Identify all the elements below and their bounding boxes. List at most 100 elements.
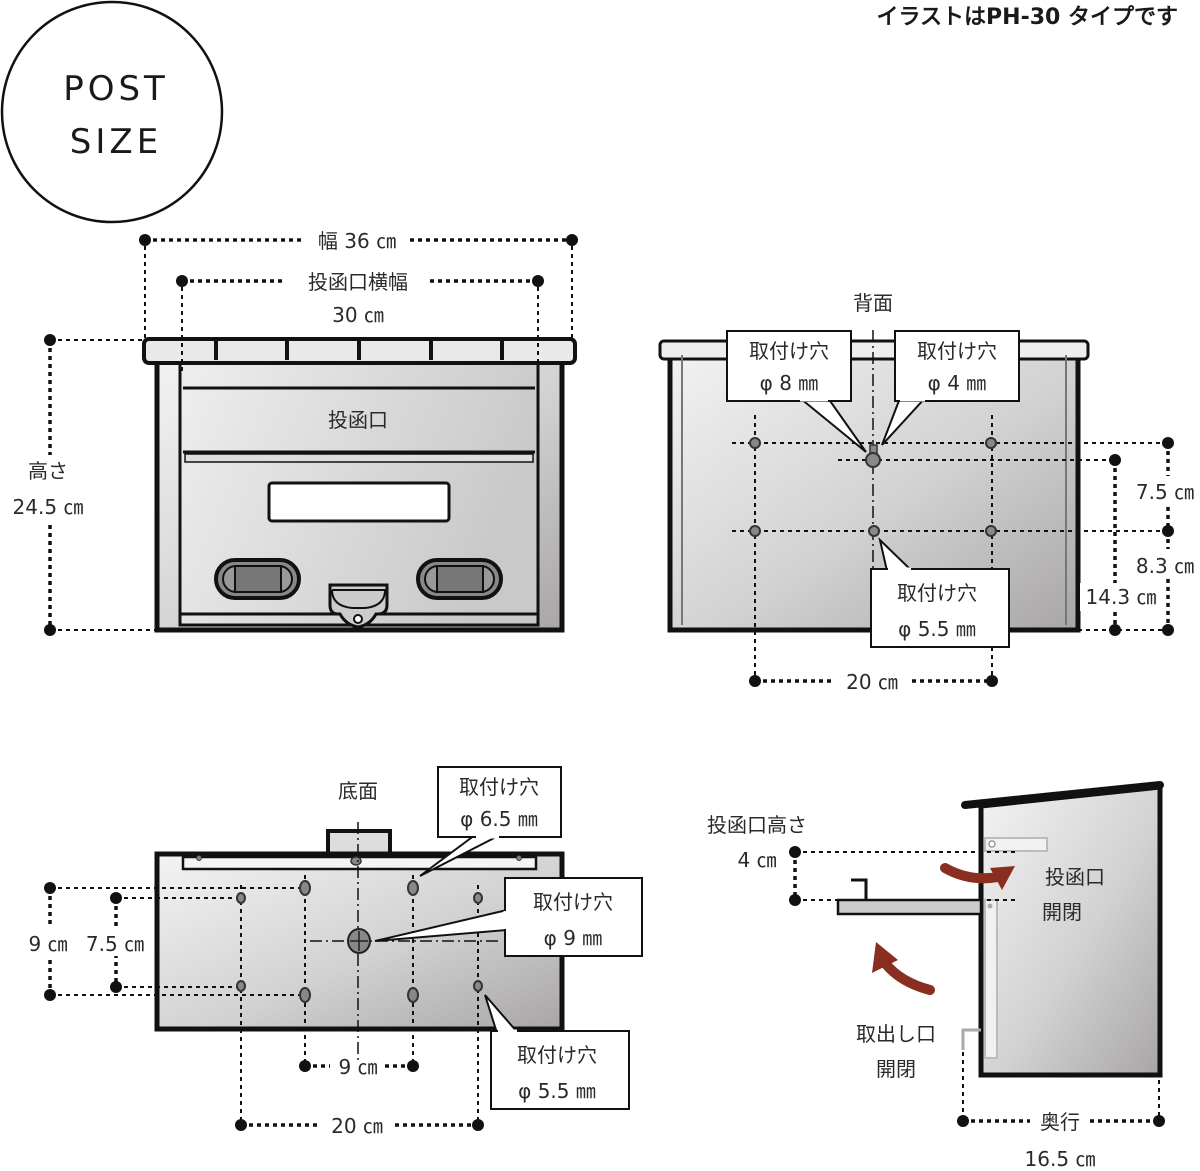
svg-text:取付け穴: 取付け穴 xyxy=(533,890,613,914)
callout-back-8mm: 取付け穴 φ 8 ㎜ xyxy=(726,330,867,453)
mount-hole xyxy=(299,880,311,896)
takeout-label-2: 開閉 xyxy=(876,1057,916,1081)
back-dim-20: 20 ㎝ xyxy=(846,670,898,694)
slot-width-label: 投函口横幅 xyxy=(308,270,408,294)
slot-open-label-1: 投函口 xyxy=(1045,865,1105,889)
slot-label: 投函口 xyxy=(328,408,388,432)
keyhole-icon xyxy=(865,444,881,468)
svg-text:φ 5.5 ㎜: φ 5.5 ㎜ xyxy=(518,1079,596,1103)
width-label: 幅 36 ㎝ xyxy=(318,229,396,253)
dim-point xyxy=(176,275,188,287)
dim-point xyxy=(407,1060,419,1072)
svg-text:取付け穴: 取付け穴 xyxy=(517,1043,597,1067)
dim-point xyxy=(139,234,151,246)
slot-open-arrow-icon xyxy=(940,863,1015,890)
dim-point xyxy=(749,675,761,687)
back-view: 背面 取付け穴 φ 8 ㎜ xyxy=(658,291,1200,694)
bottom-dim-9-horizontal: 9 ㎝ xyxy=(338,1055,377,1079)
dim-point xyxy=(1109,624,1121,636)
front-view: 幅 36 ㎝ 投函口横幅 30 ㎝ 投函口 xyxy=(13,229,578,636)
badge-line2: SIZE xyxy=(70,122,162,162)
side-view: 投函口高さ 4 ㎝ 投函口 開閉 取出し口 開閉 奥行 16.5 ㎝ xyxy=(707,781,1165,1171)
mount-hole xyxy=(868,525,880,537)
svg-text:取付け穴: 取付け穴 xyxy=(917,339,997,363)
mount-hole xyxy=(749,437,761,449)
dim-point xyxy=(1162,624,1174,636)
back-dim-8-3: 8.3 ㎝ xyxy=(1136,554,1194,578)
dim-point xyxy=(1162,437,1174,449)
slot-width-value: 30 ㎝ xyxy=(332,303,384,327)
center-hole-icon xyxy=(347,928,371,954)
dim-point xyxy=(1109,454,1121,466)
dim-point xyxy=(789,894,801,906)
slot-open-label-2: 開閉 xyxy=(1042,900,1082,924)
mount-hole xyxy=(473,892,483,904)
dim-point xyxy=(472,1119,484,1131)
svg-text:φ 8 ㎜: φ 8 ㎜ xyxy=(760,371,819,395)
slot-height-label: 投函口高さ xyxy=(707,813,807,837)
latch-icon xyxy=(328,583,389,629)
svg-text:φ 4 ㎜: φ 4 ㎜ xyxy=(928,371,987,395)
badge-circle xyxy=(0,0,224,224)
callout-back-5-5mm: 取付け穴 φ 5.5 ㎜ xyxy=(870,536,1010,648)
bottom-view: 底面 xyxy=(22,766,643,1138)
dim-point xyxy=(986,675,998,687)
dim-point xyxy=(532,275,544,287)
mount-hole xyxy=(985,437,997,449)
svg-text:取付け穴: 取付け穴 xyxy=(897,581,977,605)
dim-point xyxy=(957,1115,969,1127)
mount-hole xyxy=(407,987,419,1003)
height-value: 24.5 ㎝ xyxy=(13,495,84,519)
dim-point xyxy=(44,989,56,1001)
callout-bottom-9mm: 取付け穴 φ 9 ㎜ xyxy=(374,877,643,957)
dim-point xyxy=(44,624,56,636)
callout-back-4mm: 取付け穴 φ 4 ㎜ xyxy=(881,330,1020,446)
handle-left-icon xyxy=(214,558,301,600)
handle-right-icon xyxy=(416,558,503,600)
illustration-note: イラストはPH-30 タイプです xyxy=(876,5,1178,30)
height-label: 高さ xyxy=(28,459,68,483)
back-dim-7-5: 7.5 ㎝ xyxy=(1136,480,1194,504)
slot-flap xyxy=(836,898,983,916)
back-view-title: 背面 xyxy=(853,291,893,315)
dim-point xyxy=(1153,1115,1165,1127)
dim-point xyxy=(789,846,801,858)
mount-hole xyxy=(299,987,311,1003)
slot-height-value: 4 ㎝ xyxy=(737,848,776,872)
dim-point xyxy=(235,1119,247,1131)
mount-hole xyxy=(407,880,419,896)
svg-text:取付け穴: 取付け穴 xyxy=(459,775,539,799)
svg-text:φ 6.5 ㎜: φ 6.5 ㎜ xyxy=(460,807,538,831)
svg-text:φ 9 ㎜: φ 9 ㎜ xyxy=(544,926,603,950)
dim-point xyxy=(299,1060,311,1072)
bottom-view-title: 底面 xyxy=(338,779,378,803)
svg-text:φ 5.5 ㎜: φ 5.5 ㎜ xyxy=(898,617,976,641)
svg-text:取付け穴: 取付け穴 xyxy=(749,339,829,363)
dim-point xyxy=(44,334,56,346)
mount-hole xyxy=(473,980,483,992)
takeout-label-1: 取出し口 xyxy=(856,1022,936,1046)
side-body xyxy=(978,784,1163,1078)
mount-hole xyxy=(749,525,761,537)
side-roof xyxy=(961,781,1164,809)
bottom-dim-9-vertical: 9 ㎝ xyxy=(28,932,67,956)
depth-label: 奥行 xyxy=(1040,1110,1080,1134)
dim-point xyxy=(1162,525,1174,537)
dim-point xyxy=(44,882,56,894)
dim-point xyxy=(110,892,122,904)
back-dim-14-3: 14.3 ㎝ xyxy=(1086,585,1157,609)
post-size-badge: POST SIZE xyxy=(0,0,224,224)
bottom-dim-7-5-vertical: 7.5 ㎝ xyxy=(86,932,144,956)
dim-point xyxy=(110,981,122,993)
takeout-open-arrow-icon xyxy=(872,942,935,995)
badge-line1: POST xyxy=(63,69,169,109)
bottom-dim-20: 20 ㎝ xyxy=(331,1114,383,1138)
callout-bottom-6-5mm: 取付け穴 φ 6.5 ㎜ xyxy=(419,766,562,877)
callout-bottom-5-5mm: 取付け穴 φ 5.5 ㎜ xyxy=(484,994,630,1110)
mount-hole xyxy=(985,525,997,537)
mount-hole xyxy=(236,980,246,992)
dim-point xyxy=(566,234,578,246)
depth-value: 16.5 ㎝ xyxy=(1025,1147,1096,1171)
back-lid-edge xyxy=(658,339,1090,361)
